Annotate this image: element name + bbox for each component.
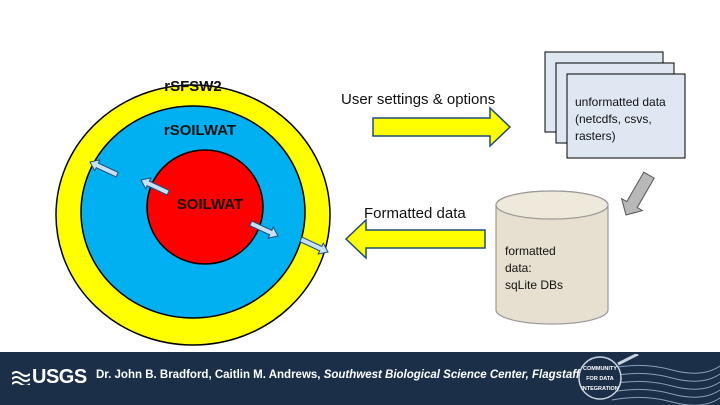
usgs-logo: USGS <box>12 366 87 389</box>
inner-circle-label: SOILWAT <box>176 196 244 213</box>
small-arrow-center-right <box>249 220 279 239</box>
middle-ring-label: rSOILWAT <box>163 122 237 139</box>
database-text: formatted data: sqLite DBs <box>505 243 563 294</box>
database-line-2: data: <box>505 261 532 275</box>
footer-credits: Dr. John B. Bradford, Caitlin M. Andrews… <box>96 369 601 381</box>
usgs-wave-icon <box>12 371 30 385</box>
cdi-badge: COMMUNITY FOR DATA INTEGRATION <box>578 354 720 405</box>
small-arrow-center-left <box>140 177 170 196</box>
small-arrow-top-left <box>89 159 119 178</box>
usgs-logo-text: USGS <box>32 366 87 388</box>
formatted-data-arrow <box>344 218 486 260</box>
conversion-arrow <box>620 171 655 216</box>
database-top <box>495 190 609 220</box>
footer-bar: USGS Dr. John B. Bradford, Caitlin M. An… <box>0 352 720 405</box>
unformatted-box-text: unformatted data (netcdfs, csvs, rasters… <box>575 94 666 145</box>
unformatted-line-2: (netcdfs, csvs, <box>575 112 652 126</box>
database-line-1: formatted <box>505 244 556 258</box>
database-line-3: sqLite DBs <box>505 278 564 292</box>
badge-line-2: FOR DATA <box>586 376 614 382</box>
formatted-data-label: Formatted data <box>364 205 466 222</box>
footer-affiliation: Southwest Biological Science Center, Fla… <box>323 369 602 381</box>
outer-ring-label: rSFSW2 <box>164 78 222 95</box>
unformatted-line-1: unformatted data <box>575 95 666 109</box>
user-settings-arrow <box>372 106 512 148</box>
footer-authors: Dr. John B. Bradford, Caitlin M. Andrews… <box>96 369 321 381</box>
unformatted-line-3: rasters) <box>575 129 616 143</box>
inner-circle-soilwat <box>146 149 264 265</box>
user-settings-label: User settings & options <box>341 91 496 108</box>
cdi-globe-icon <box>578 356 622 400</box>
unformatted-data-box <box>566 73 686 159</box>
badge-line-3: INTEGRATION <box>581 386 619 392</box>
badge-line-1: COMMUNITY <box>583 366 617 372</box>
small-arrow-bottom-right <box>299 236 329 255</box>
